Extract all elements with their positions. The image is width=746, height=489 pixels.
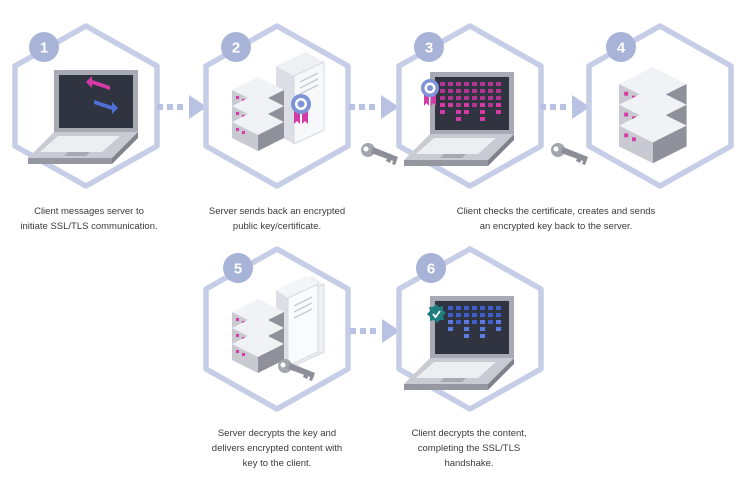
caption-line: an encrypted key back to the server. [479, 221, 633, 232]
caption-line: initiate SSL/TLS communication. [20, 221, 158, 232]
caption-step-3: Client checks the certificate, creates a… [420, 204, 692, 234]
step-number: 4 [617, 40, 626, 57]
step-badge: 6 [416, 253, 446, 283]
caption-line: Server sends back an encrypted [208, 206, 346, 217]
step-number: 3 [425, 40, 433, 57]
seal-icon [421, 79, 439, 106]
step-number: 1 [40, 40, 48, 57]
laptop-icon [404, 296, 514, 390]
step-4: 4 [589, 26, 731, 186]
step-badge: 2 [221, 32, 251, 62]
seal-icon [291, 94, 311, 124]
caption-step-6: Client decrypts the content, completing … [380, 426, 558, 471]
caption-line: handshake. [444, 458, 494, 469]
arrows-icon [86, 76, 118, 114]
key-icon [551, 143, 588, 165]
encrypted-grid [440, 82, 501, 121]
step-badge: 4 [606, 32, 636, 62]
caption-line: completing the SSL/TLS [417, 443, 521, 454]
step-badge: 1 [29, 32, 59, 62]
laptop-icon [404, 72, 514, 166]
caption-step-1: Client messages server to initiate SSL/T… [0, 204, 178, 234]
caption-line: Client messages server to [34, 206, 144, 217]
step-number: 2 [232, 40, 240, 57]
caption-step-5: Server decrypts the key and delivers enc… [188, 426, 366, 471]
connector-arrow [349, 95, 399, 119]
certificate-icon [276, 52, 325, 145]
step-1: 1 [15, 26, 157, 186]
caption-line: delivers encrypted content with [211, 443, 343, 454]
step-5: 5 [206, 249, 348, 409]
caption-line: Server decrypts the key and [217, 428, 337, 439]
server-icon [232, 299, 284, 373]
connector-arrow [350, 319, 400, 343]
step-badge: 5 [223, 253, 253, 283]
connector-arrow [157, 95, 207, 119]
certificate-icon [276, 276, 325, 367]
server-icon [619, 67, 687, 164]
caption-line: Client decrypts the content, [411, 428, 527, 439]
decrypted-grid [448, 306, 501, 338]
step-number: 6 [427, 261, 435, 278]
caption-step-2: Server sends back an encrypted public ke… [186, 204, 368, 234]
step-number: 5 [234, 261, 242, 278]
caption-line: key to the client. [242, 458, 312, 469]
seal-icon [427, 304, 446, 323]
step-2: 2 [206, 26, 348, 186]
laptop-icon [28, 70, 138, 164]
step-badge: 3 [414, 32, 444, 62]
caption-line: public key/certificate. [232, 221, 322, 232]
connector-arrow [540, 95, 590, 119]
server-icon [232, 77, 284, 151]
step-3: 3 [399, 26, 541, 186]
step-6: 6 [399, 249, 541, 409]
key-icon [361, 143, 398, 165]
caption-line: Client checks the certificate, creates a… [456, 206, 656, 217]
